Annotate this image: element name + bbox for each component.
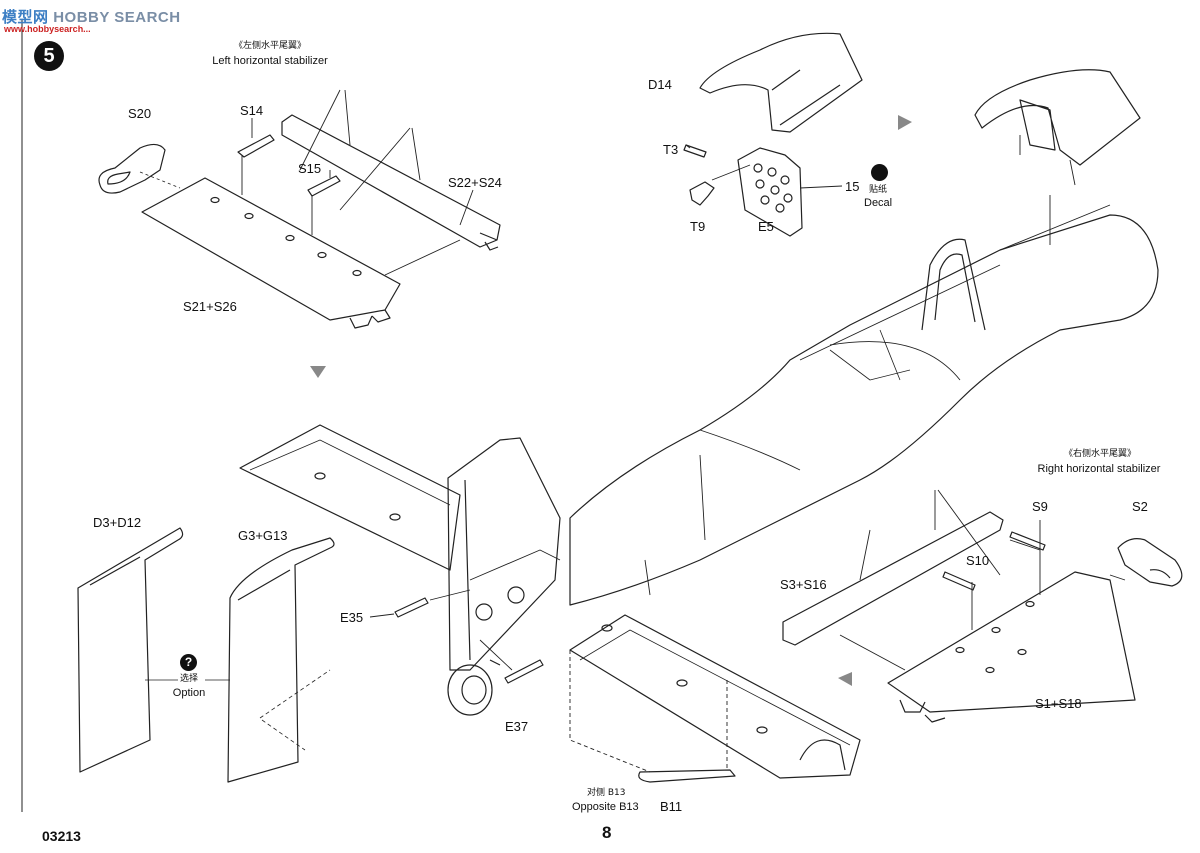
label-15: 15 [845,179,860,194]
option-cn: 选择 [179,674,198,684]
fuselage [569,214,1159,606]
down-arrow-left [310,366,326,378]
label-t9: T9 [690,219,706,234]
b11-part [638,769,736,783]
watermark-cn: 模型网 [2,8,49,26]
label-s10: S10 [966,553,990,568]
vertical-fin [447,437,561,671]
right-arrow-top [898,115,912,130]
right-stabilizer-title-cn: 《右侧水平尾翼》 [1063,449,1136,459]
left-wing [239,424,461,571]
product-code: 03213 [42,828,81,844]
label-s22-s24: S22+S24 [448,175,502,190]
label-s14: S14 [240,103,264,118]
right-stabilizer-title-en: Right horizontal stabilizer [1037,463,1161,475]
decal-cn: 贴纸 [869,185,888,195]
s14-pin [237,134,275,158]
label-s2: S2 [1132,499,1148,514]
cockpit-preview [974,69,1141,166]
left-stabilizer-tabs [349,309,391,329]
s3-s16-spar [782,511,1004,646]
label-s21-s26: S21+S26 [183,299,237,314]
label-s9: S9 [1032,499,1048,514]
guide-lines-left [241,89,474,276]
watermark: 模型网 HOBBY SEARCH [2,6,181,27]
s2-part [1117,538,1183,587]
left-stabilizer-title-cn: 《左侧水平尾翼》 [233,41,306,51]
label-d14: D14 [648,77,672,92]
e5-panel [737,147,803,237]
label-s1-s18: S1+S18 [1035,696,1082,711]
left-stabilizer-title-en: Left horizontal stabilizer [212,55,328,67]
t3-part [683,144,707,158]
right-stabilizer-holes [955,600,1035,674]
opposite-cn: 对侧 B13 [587,788,626,798]
guide-lines-right [839,489,1126,671]
option-en: Option [172,687,206,699]
label-s20: S20 [128,106,152,121]
g3-g13-panel [227,537,335,783]
right-wing-holes [601,624,768,734]
decal-icon [871,164,888,181]
t9-part [689,181,715,206]
label-d3-d12: D3+D12 [93,515,142,530]
e37-part [504,659,544,684]
decal-en: Decal [864,197,893,209]
label-g3-g13: G3+G13 [238,528,288,543]
label-e5: E5 [758,219,774,234]
e5-dials [753,163,793,213]
label-s3-s16: S3+S16 [780,577,827,592]
d14-canopy [699,32,863,133]
watermark-url: www.hobbysearch... [4,24,91,34]
opposite-en: Opposite B13 [572,801,639,813]
right-stabilizer-panel [887,571,1136,713]
right-arrow-bottom [838,672,852,686]
s20-part [98,143,166,194]
option-question-icon: ? [180,654,197,671]
label-s15: S15 [298,161,322,176]
s10-pin [942,571,976,591]
step-number-badge: 5 [34,41,64,71]
left-wing-holes [314,472,401,521]
s15-pin [307,175,341,197]
label-e35: E35 [340,610,364,625]
watermark-en: HOBBY SEARCH [53,9,181,26]
cockpit-arch [921,238,986,331]
right-wing [569,614,861,779]
wheel [447,659,501,716]
left-stabilizer-panel [141,177,401,321]
s9-pin [1009,531,1046,551]
label-t3: T3 [663,142,679,157]
label-e37: E37 [505,719,529,734]
page-number: 8 [602,823,612,842]
e35-part [394,597,429,618]
left-stabilizer-holes [210,196,362,277]
d3-d12-panel [77,527,184,773]
label-b11: B11 [660,799,683,814]
